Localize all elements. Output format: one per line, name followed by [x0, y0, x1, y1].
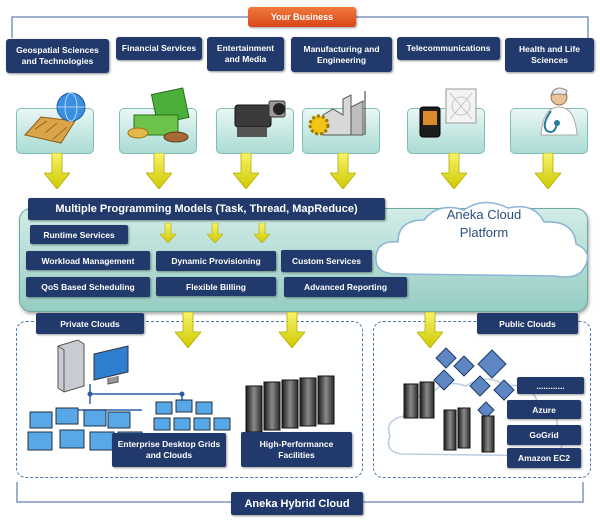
- service-qos: QoS Based Scheduling: [26, 277, 150, 297]
- business-geospatial: Geospatial Sciences and Technologies: [6, 39, 109, 73]
- geospatial-tile: [16, 92, 94, 154]
- business-telecom: Telecommunications: [397, 37, 500, 60]
- arrow-geospatial: [44, 153, 70, 189]
- globe-map-icon: [24, 92, 86, 144]
- arrow-telecom: [441, 153, 467, 189]
- entertainment-tile: [216, 100, 294, 154]
- business-entertainment: Entertainment and Media: [207, 37, 284, 71]
- aneka-cloud-shape: [375, 201, 589, 278]
- arrow-health: [535, 153, 561, 189]
- doctor-icon: [540, 87, 578, 136]
- arrow-private-2: [279, 312, 305, 348]
- arrow-platform-3: [254, 223, 270, 243]
- arrow-platform-1: [160, 223, 176, 243]
- public-cloud-illustration: [387, 347, 563, 457]
- business-health: Health and Life Sciences: [505, 38, 594, 72]
- service-runtime: Runtime Services: [30, 225, 128, 244]
- health-tile: [510, 87, 588, 154]
- hpc-rack-illustration: [245, 375, 335, 433]
- factory-gear-icon: [308, 91, 366, 136]
- aneka-hybrid-cloud-banner: Aneka Hybrid Cloud: [231, 492, 363, 515]
- manufacturing-tile: [302, 91, 380, 154]
- hpc-label: High-Performance Facilities: [241, 432, 352, 467]
- service-billing: Flexible Billing: [156, 277, 276, 296]
- arrow-entertainment: [233, 153, 259, 189]
- service-reporting: Advanced Reporting: [284, 277, 407, 297]
- enterprise-desktop-label: Enterprise Desktop Grids and Clouds: [112, 433, 226, 467]
- programming-models-title: Multiple Programming Models (Task, Threa…: [28, 198, 385, 220]
- service-dynamic-provisioning: Dynamic Provisioning: [156, 251, 276, 271]
- financial-tile: [119, 87, 197, 154]
- provider-gogrid: GoGrid: [507, 425, 581, 445]
- service-workload: Workload Management: [26, 251, 150, 270]
- business-manufacturing: Manufacturing and Engineering: [291, 37, 392, 72]
- business-financial: Financial Services: [116, 37, 202, 60]
- public-clouds-title: Public Clouds: [477, 313, 578, 334]
- phone-antenna-icon: [419, 88, 477, 138]
- provider-ellipsis: ............: [517, 377, 584, 394]
- private-clouds-title: Private Clouds: [36, 313, 144, 334]
- money-icon: [127, 87, 190, 143]
- your-business-banner: Your Business: [248, 7, 356, 27]
- video-camera-icon: [234, 100, 286, 137]
- telecom-tile: [407, 88, 485, 154]
- provider-amazon-ec2: Amazon EC2: [507, 448, 581, 468]
- provider-azure: Azure: [507, 400, 581, 419]
- arrow-financial: [146, 153, 172, 189]
- arrow-platform-2: [207, 223, 223, 243]
- service-custom: Custom Services: [281, 250, 372, 272]
- aneka-cloud-label-line1: Aneka Cloud: [446, 207, 522, 222]
- aneka-cloud-label-line2: Platform: [459, 225, 509, 240]
- arrow-manufacturing: [330, 153, 356, 189]
